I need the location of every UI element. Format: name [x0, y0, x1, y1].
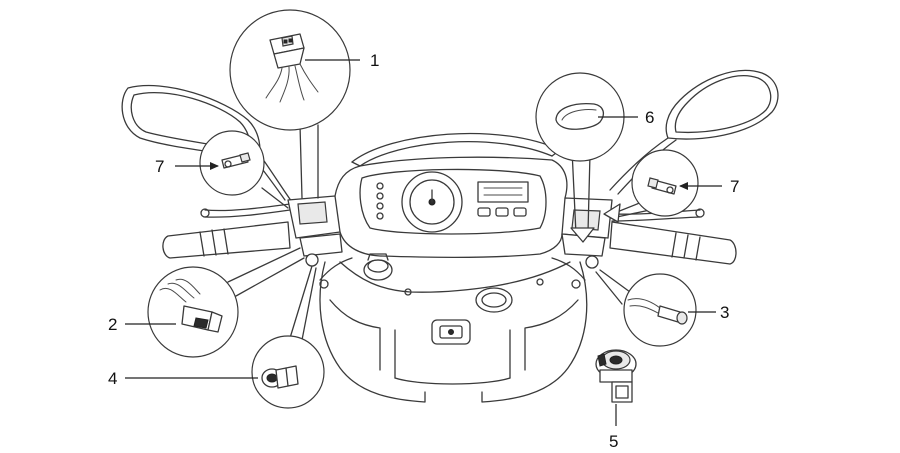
callout-number-7-left: 7 — [155, 157, 164, 176]
ignition-switch-icon-5 — [595, 349, 637, 403]
callout-number-6: 6 — [645, 108, 654, 127]
connector-icon-1 — [265, 33, 319, 103]
callout-bubble-6 — [535, 72, 625, 243]
callout-bubble-1 — [229, 9, 351, 199]
bulb-icon-left — [221, 152, 251, 169]
connector-icon-2 — [159, 278, 223, 333]
callout-bubble-4 — [251, 265, 325, 409]
callout-bubble-3 — [595, 269, 697, 347]
callout-number-5: 5 — [609, 432, 618, 451]
bulb-icon-right — [647, 177, 677, 195]
socket-icon-4 — [261, 365, 299, 389]
callout-number-3: 3 — [720, 303, 729, 322]
callout-number-4: 4 — [108, 369, 117, 388]
callout-bubble-7-left — [199, 130, 289, 209]
callout-bubble-2 — [147, 247, 305, 358]
callout-bubble-7-right — [603, 149, 699, 223]
callout-number-7-right: 7 — [730, 177, 739, 196]
callout-number-2: 2 — [108, 315, 117, 334]
connector-icon-3 — [627, 298, 688, 325]
switch-cap-icon-6 — [555, 102, 605, 130]
callout-number-1: 1 — [370, 51, 379, 70]
scooter-body — [121, 69, 779, 403]
